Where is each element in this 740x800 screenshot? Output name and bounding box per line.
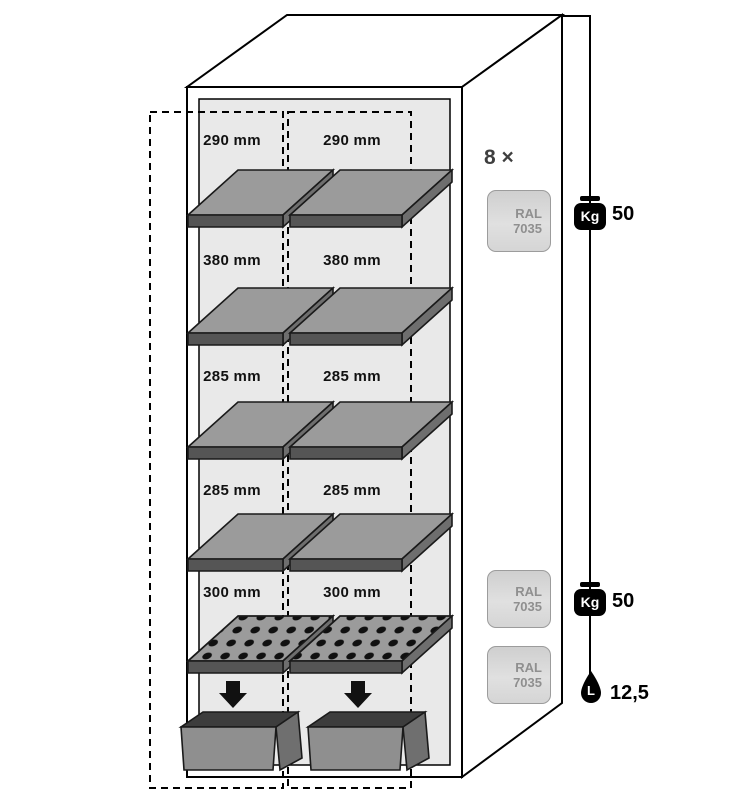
ral-code: 7035 [513, 675, 542, 690]
shelf-count-label: 8 × [484, 146, 514, 169]
shelf-row-2-right [287, 286, 455, 347]
dimension-label: 300 mm [323, 584, 381, 601]
connector-line [562, 15, 591, 697]
weight-unit: Kg [574, 203, 606, 230]
ral-code: 7035 [513, 221, 542, 236]
sump-tray-left [178, 710, 303, 772]
ral-label: RAL [515, 660, 542, 675]
droplet-icon: L [578, 670, 604, 706]
dimension-label: 290 mm [203, 132, 261, 149]
down-arrow-right [344, 681, 372, 708]
ral-label: RAL [515, 584, 542, 599]
volume-unit: L [587, 683, 595, 698]
ral-color-swatch: RAL 7035 [487, 190, 551, 252]
weight-icon: Kg [572, 196, 608, 230]
shelf-row-1-right [287, 168, 455, 229]
max-load-value: 50 [612, 203, 635, 225]
max-load-value: 50 [612, 590, 635, 612]
dimension-label: 300 mm [203, 584, 261, 601]
ral-code: 7035 [513, 599, 542, 614]
dimension-label: 285 mm [323, 368, 381, 385]
weight-icon: Kg [572, 582, 608, 616]
dimension-label: 285 mm [203, 482, 261, 499]
ral-color-swatch: RAL 7035 [487, 646, 551, 704]
ral-label: RAL [515, 206, 542, 221]
dimension-label: 380 mm [203, 252, 261, 269]
weight-unit: Kg [574, 589, 606, 616]
dimension-label: 290 mm [323, 132, 381, 149]
volume-value: 12,5 [610, 682, 649, 704]
weight-handle-icon [580, 582, 600, 587]
down-arrow-left [219, 681, 247, 708]
weight-handle-icon [580, 196, 600, 201]
perforated-insert-right [287, 614, 455, 675]
dimension-label: 380 mm [323, 252, 381, 269]
shelf-row-4-right [287, 512, 455, 573]
droplet-shape [581, 671, 601, 703]
dimension-label: 285 mm [203, 368, 261, 385]
shelf-row-3-right [287, 400, 455, 461]
sump-tray-right [305, 710, 430, 772]
ral-color-swatch: RAL 7035 [487, 570, 551, 628]
dimension-label: 285 mm [323, 482, 381, 499]
